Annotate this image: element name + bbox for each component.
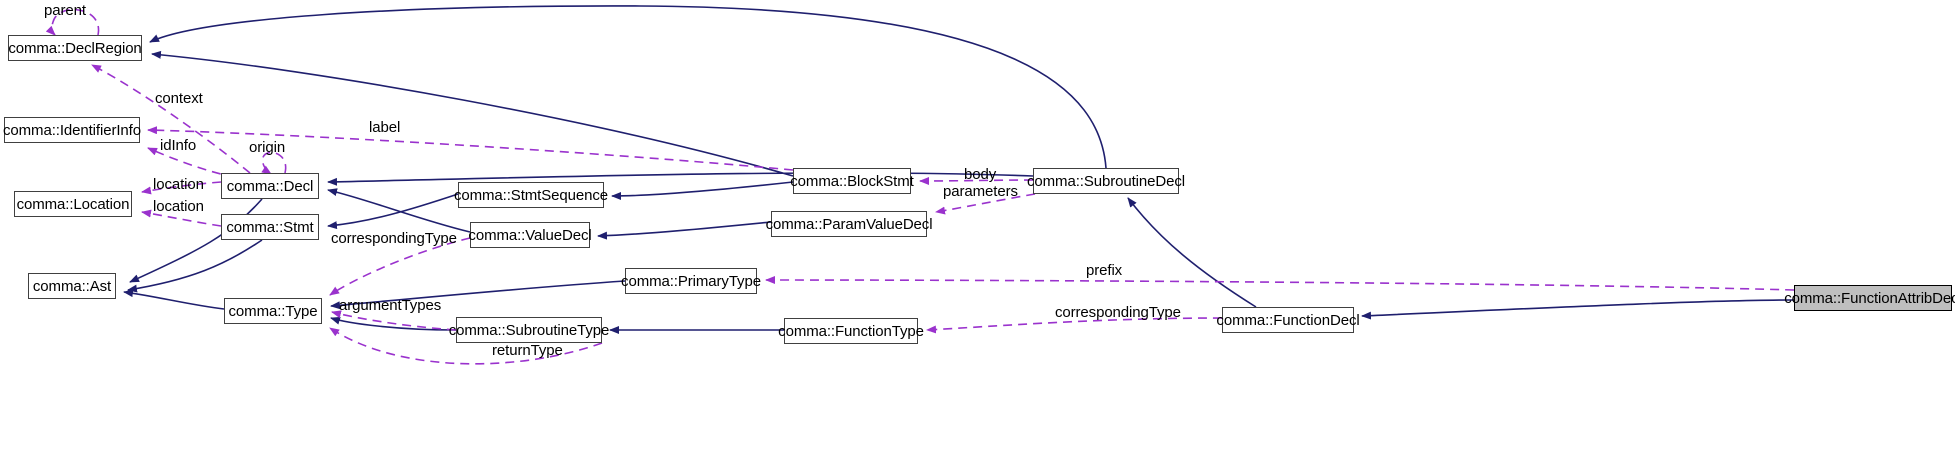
- edge-label-context: context: [155, 90, 203, 107]
- node-comma-stmt[interactable]: comma::Stmt: [221, 214, 319, 240]
- edge-label-correspondingtype-functiondecl: correspondingType: [1055, 304, 1181, 321]
- edge-decl-ast: [129, 198, 263, 283]
- node-comma-location[interactable]: comma::Location: [14, 191, 132, 217]
- edge-label-idinfo: idInfo: [160, 137, 197, 154]
- edge-decl-origin: [261, 151, 287, 175]
- edge-subroutinedecl-body-blockstmt: [919, 176, 1034, 185]
- node-comma-paramvaluedecl[interactable]: comma::ParamValueDecl: [766, 211, 933, 237]
- edge-label-location-decl: location: [153, 176, 204, 193]
- edge-label-returntype: returnType: [492, 342, 563, 359]
- usage-edges: [45, 8, 1795, 365]
- edge-stmt-ast: [127, 239, 263, 293]
- edge-label-argumenttypes: argumentTypes: [339, 297, 442, 314]
- edge-decl-location: [141, 181, 222, 195]
- node-comma-decl[interactable]: comma::Decl: [221, 173, 319, 199]
- edge-type-ast: [123, 289, 225, 310]
- edge-blockstmt-declregion: [151, 50, 794, 177]
- node-comma-subroutinetype[interactable]: comma::SubroutineType: [449, 317, 609, 343]
- edge-label-body: body: [964, 166, 997, 183]
- edge-label-parent: parent: [44, 2, 86, 19]
- edge-label-origin: origin: [249, 139, 286, 156]
- node-comma-blockstmt[interactable]: comma::BlockStmt: [790, 168, 914, 194]
- edge-subroutinedecl-declregion: [149, 5, 1107, 169]
- edge-subroutinetype-returntype-type: [329, 327, 603, 365]
- edge-label-parameters: parameters: [943, 183, 1018, 200]
- edge-decl-idinfo-identifierinfo: [147, 147, 251, 181]
- edge-stmtsequence-stmt: [327, 193, 459, 230]
- node-comma-functiontype[interactable]: comma::FunctionType: [778, 318, 924, 344]
- edge-label-location-stmt: location: [153, 198, 204, 215]
- edge-functiondecl-correspondingtype-functiontype: [926, 317, 1223, 334]
- node-comma-identifierinfo[interactable]: comma::IdentifierInfo: [3, 117, 141, 143]
- edge-decl-context-declregion: [91, 64, 251, 174]
- node-comma-functiondecl[interactable]: comma::FunctionDecl: [1216, 307, 1360, 333]
- node-comma-primarytype[interactable]: comma::PrimaryType: [621, 268, 761, 294]
- edge-label-prefix: prefix: [1086, 262, 1123, 279]
- inheritance-edges: [123, 5, 1795, 334]
- edge-label-label: label: [369, 119, 401, 136]
- edge-declregion-parent: [45, 8, 100, 36]
- edge-subroutinetype-argumenttypes-type: [331, 310, 457, 331]
- node-comma-subroutinedecl[interactable]: comma::SubroutineDecl: [1027, 168, 1185, 194]
- node-comma-declregion[interactable]: comma::DeclRegion: [8, 35, 142, 61]
- node-comma-ast[interactable]: comma::Ast: [28, 273, 116, 299]
- edge-valuedecl-decl: [327, 188, 471, 233]
- node-comma-type[interactable]: comma::Type: [224, 298, 322, 324]
- edge-blockstmt-stmtsequence: [611, 181, 794, 200]
- edge-primarytype-type: [330, 280, 626, 310]
- edge-subroutinedecl-parameters-paramvaluedecl: [935, 193, 1036, 215]
- edge-subroutinetype-type: [330, 316, 457, 331]
- edge-valuedecl-correspondingtype-type: [329, 237, 471, 296]
- edge-blockstmt-label-identifierinfo: [147, 126, 794, 171]
- edge-paramvaluedecl-valuedecl: [597, 221, 772, 240]
- edge-subroutinedecl-decl: [327, 172, 1034, 186]
- edge-functionattribdecl-functiondecl: [1361, 299, 1795, 320]
- edge-functiondecl-subroutinedecl: [1127, 197, 1257, 308]
- node-comma-valuedecl[interactable]: comma::ValueDecl: [468, 222, 592, 248]
- node-comma-stmtsequence[interactable]: comma::StmtSequence: [454, 182, 608, 208]
- edge-functionattribdecl-prefix-primarytype: [765, 276, 1795, 291]
- edge-stmt-location: [141, 209, 222, 227]
- node-comma-functionattribdecl[interactable]: comma::FunctionAttribDecl: [1784, 285, 1955, 311]
- edge-label-correspondingtype-valuedecl: correspondingType: [331, 230, 457, 247]
